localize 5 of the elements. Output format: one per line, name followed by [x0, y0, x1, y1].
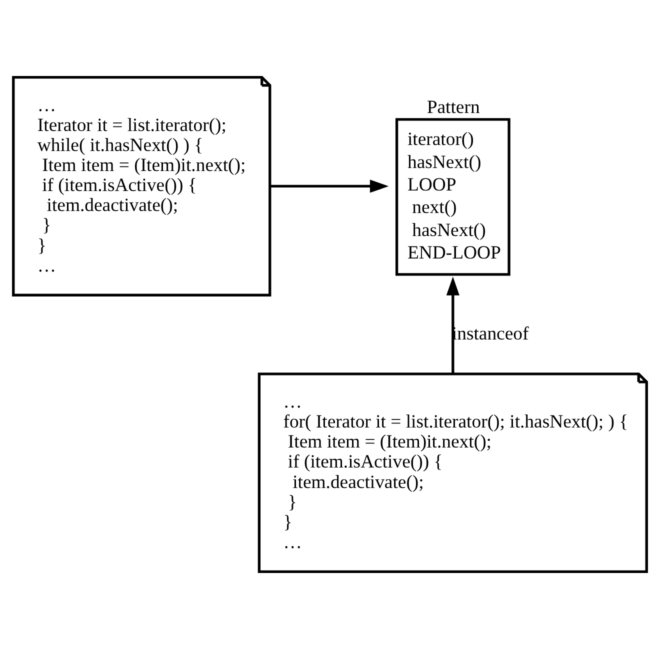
arrow	[446, 276, 460, 374]
arrow	[270, 179, 389, 192]
edge-label: instanceof	[452, 322, 529, 344]
node-label: Pattern	[426, 96, 480, 118]
node-box: iterator() hasNext() LOOP next() hasNext() END-LOOP	[395, 118, 510, 276]
